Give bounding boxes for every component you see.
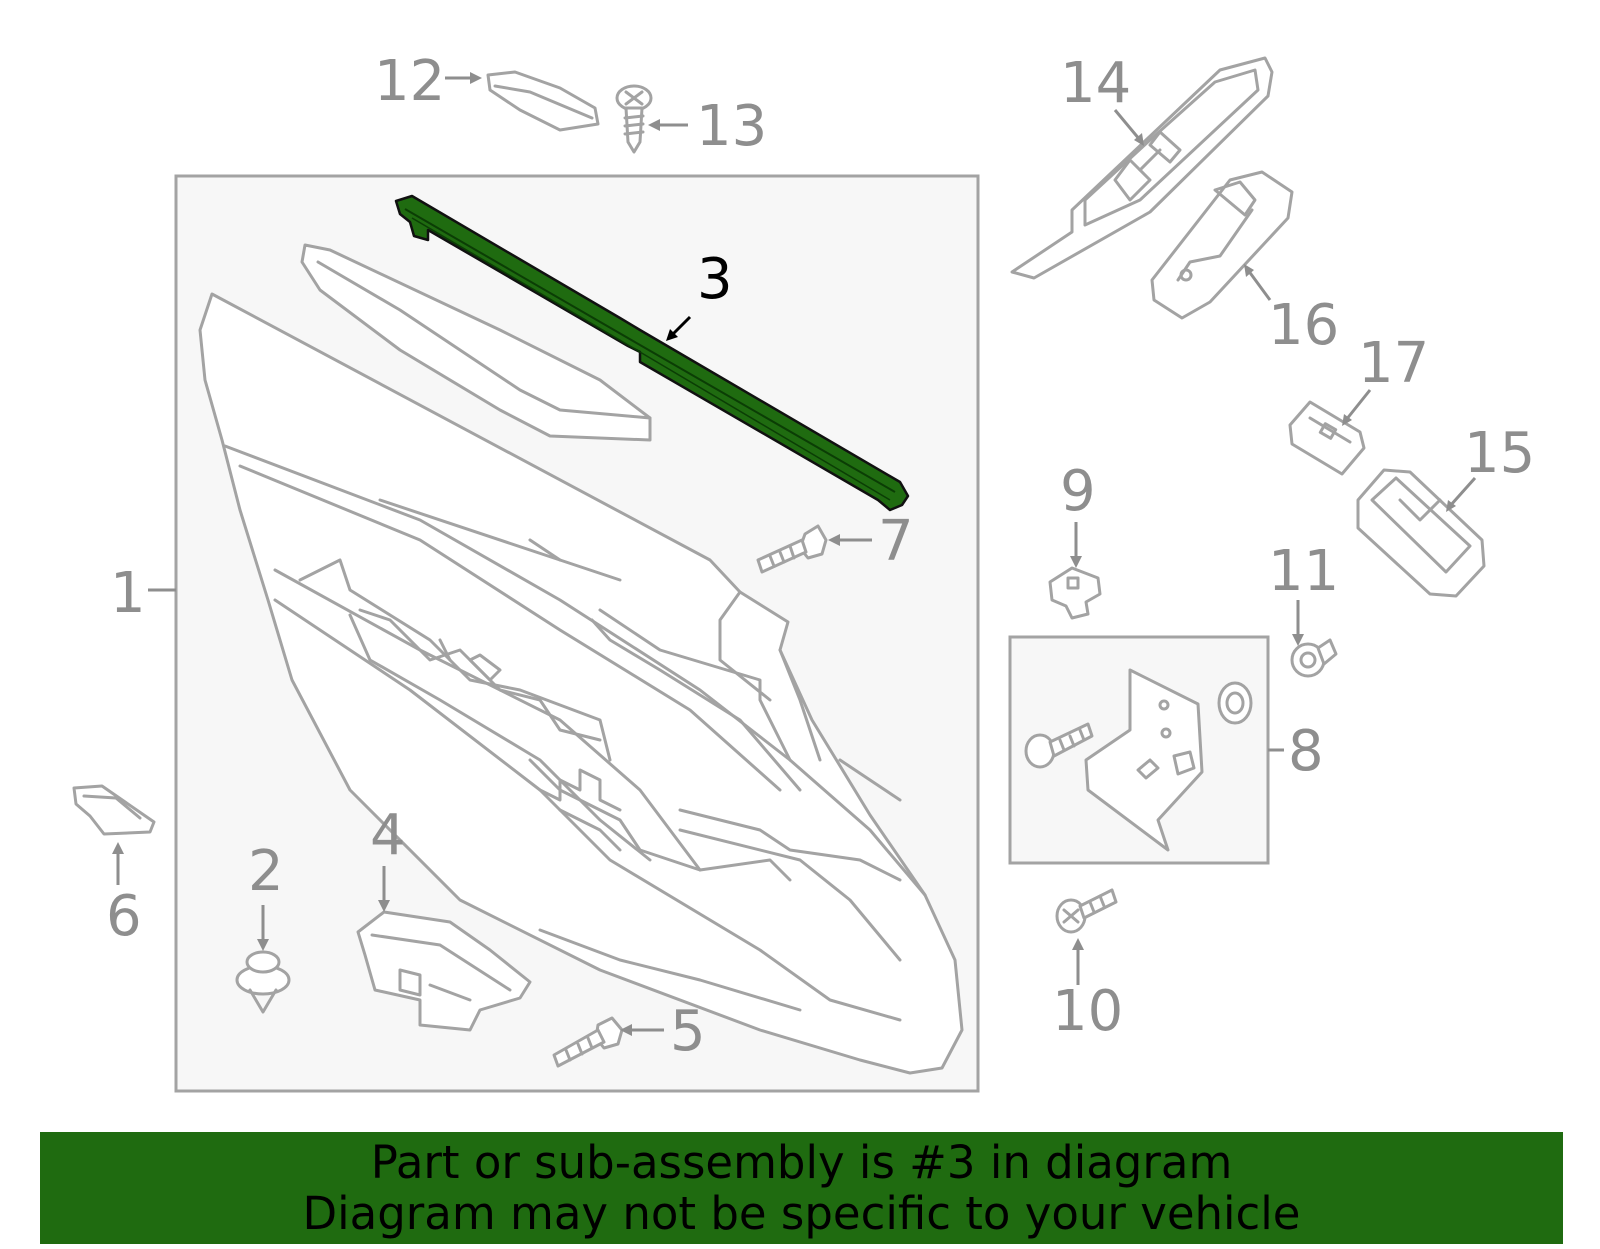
notice-line-2: Diagram may not be specific to your vehi… (302, 1187, 1301, 1240)
part-16-window-switch (1150, 170, 1294, 320)
part-14-switch-bezel (1010, 56, 1274, 280)
callout-15: 15 (1464, 421, 1535, 486)
callout-7: 7 (878, 509, 914, 574)
part-12-trim-clip (486, 70, 600, 132)
part-6-clip (72, 784, 156, 836)
notice-banner: Part or sub-assembly is #3 in diagram Di… (40, 1132, 1563, 1244)
part-3-beltline-weatherstrip (394, 194, 910, 512)
door-trim-panel (198, 292, 964, 1075)
part-11-grommet (1290, 638, 1338, 678)
part-4-bracket (356, 910, 532, 1032)
callout-3: 3 (697, 247, 733, 312)
callout-14: 14 (1060, 51, 1131, 116)
callout-11: 11 (1268, 539, 1339, 604)
callout-8: 8 (1288, 719, 1324, 784)
callout-2: 2 (248, 839, 284, 904)
part-10-screw (1055, 888, 1118, 934)
callout-17: 17 (1358, 331, 1429, 396)
part-7-bolt (756, 524, 828, 574)
callout-9: 9 (1060, 459, 1096, 524)
callout-4: 4 (370, 803, 406, 868)
callout-12: 12 (374, 49, 445, 114)
callout-13: 13 (696, 94, 767, 159)
notice-line-1: Part or sub-assembly is #3 in diagram (370, 1136, 1233, 1189)
leader-lines (112, 72, 1477, 1036)
callout-5: 5 (670, 999, 706, 1064)
callout-16: 16 (1268, 293, 1339, 358)
part-8-bracket (1024, 668, 1253, 852)
armrest-pad (300, 243, 652, 442)
callout-1: 1 (110, 561, 146, 626)
part-2-clip (235, 950, 291, 1014)
callout-10: 10 (1052, 979, 1123, 1044)
part-13-screw (615, 84, 653, 154)
part-17-switch (1288, 400, 1366, 476)
callout-6: 6 (106, 884, 142, 949)
part-9-nut (1048, 566, 1102, 620)
part-15-switch (1356, 468, 1486, 598)
part-5-bolt (552, 1016, 624, 1068)
